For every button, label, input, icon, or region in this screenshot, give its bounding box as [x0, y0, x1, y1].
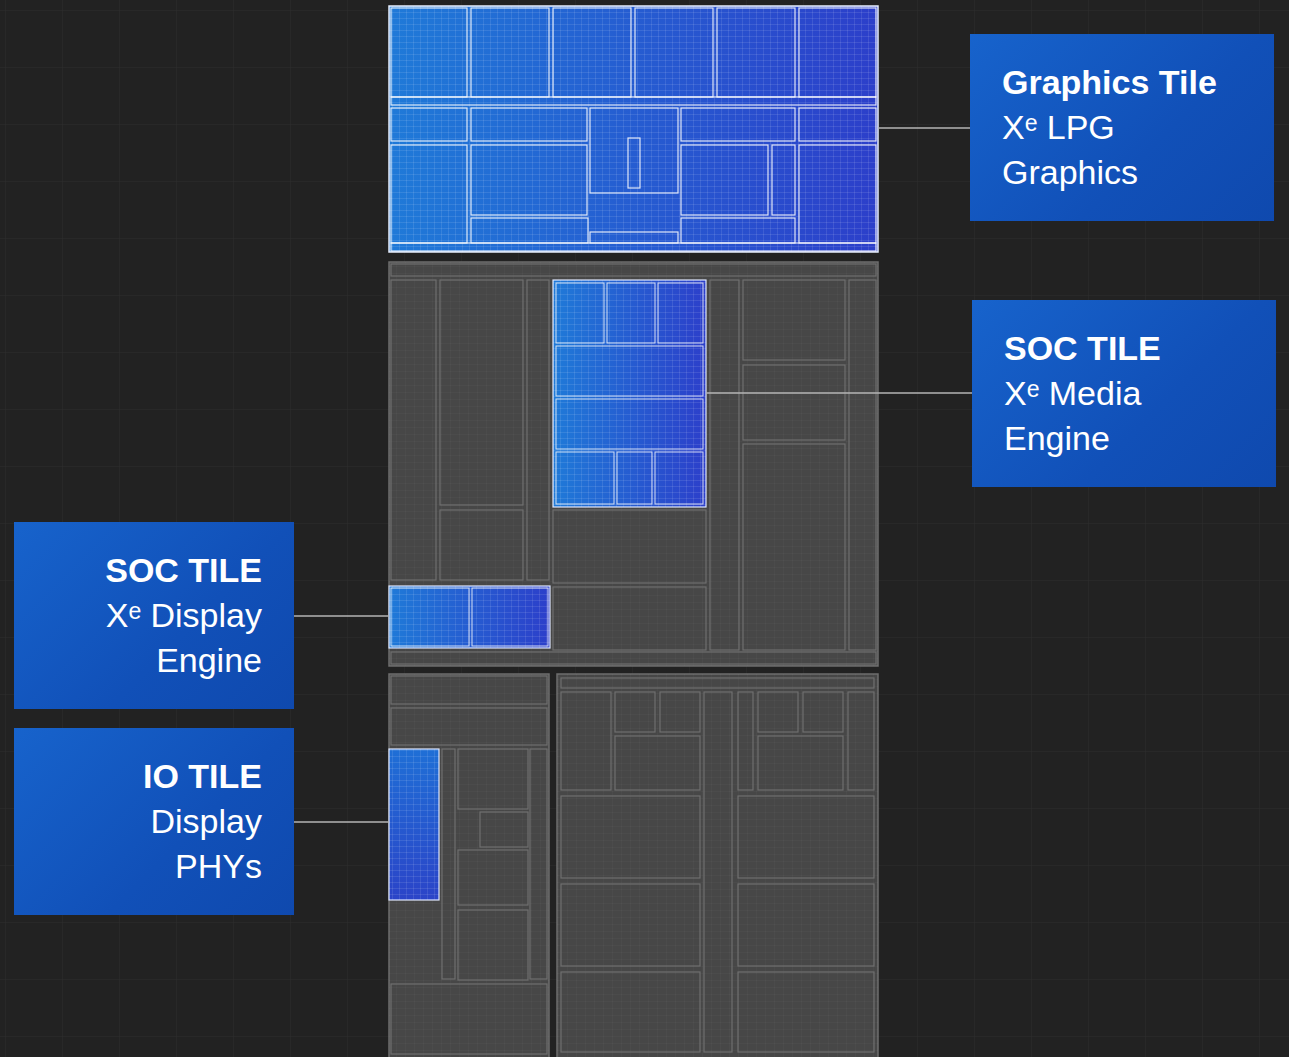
callout-box: SOC TILEXᵉ Display Engine [14, 522, 294, 709]
tile-heading: SOC TILE [105, 548, 262, 593]
media-engine-region [553, 280, 706, 507]
block-name: Display PHYs [72, 799, 262, 889]
block-name: Xᵉ Media Engine [1004, 371, 1194, 461]
leader-line [294, 615, 389, 617]
leader-line [878, 127, 970, 129]
soc-tile [389, 262, 878, 666]
callout-box: IO TILEDisplay PHYs [14, 728, 294, 915]
tile-heading: Graphics Tile [1002, 60, 1217, 105]
graphics-tile [389, 6, 878, 252]
block-name: Xᵉ Display Engine [72, 593, 262, 683]
block-name: Xᵉ LPG Graphics [1002, 105, 1192, 195]
callout-box: SOC TILEXᵉ Media Engine [972, 300, 1276, 487]
callout-box: Graphics TileXᵉ LPG Graphics [970, 34, 1274, 221]
display-phys-region [389, 749, 439, 900]
leader-line [706, 392, 972, 394]
tile-heading: IO TILE [143, 754, 262, 799]
display-engine-region [389, 586, 550, 648]
leader-lines [294, 128, 972, 822]
io-tile [389, 674, 878, 1057]
leader-line [294, 821, 389, 823]
tile-heading: SOC TILE [1004, 326, 1161, 371]
